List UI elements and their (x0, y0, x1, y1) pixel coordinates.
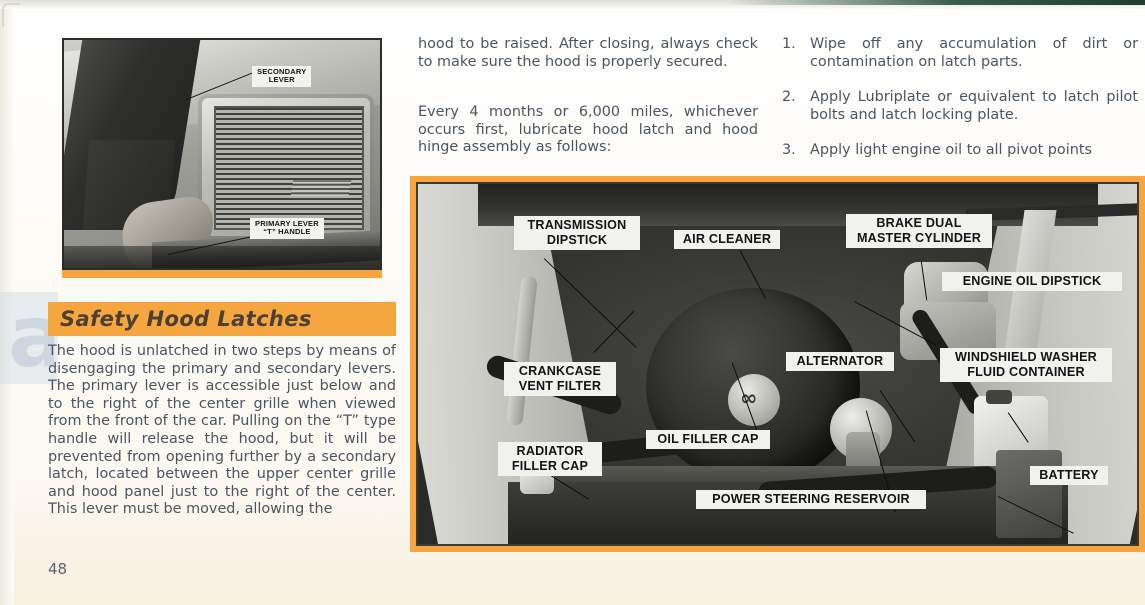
list-item-number: 3. (782, 142, 796, 159)
engine-compartment-photo: ∞ TRANSMISSION DI (416, 182, 1139, 546)
page-number: 48 (48, 560, 68, 578)
air-cleaner-wing-nut (728, 374, 780, 426)
photo-shadow (64, 246, 380, 268)
hood-latch-photo: SECONDARY LEVER PRIMARY LEVER “T” HANDLE (62, 38, 382, 270)
washer-fluid-cap (986, 390, 1012, 404)
label-oil-filler-cap: OIL FILLER CAP (646, 430, 770, 450)
list-item-text: Apply Lubriplate or equivalent to latch … (810, 89, 1138, 123)
list-item-number: 1. (782, 36, 796, 52)
list-item-text: Wipe off any accumulation of dirt or con… (810, 36, 1138, 70)
label-brake-dual-master-cylinder: BRAKE DUAL MASTER CYLINDER (846, 214, 992, 249)
callout-primary-lever: PRIMARY LEVER “T” HANDLE (250, 218, 324, 239)
label-crankcase-vent-filter: CRANKCASE VENT FILTER (504, 362, 616, 397)
scan-dark-binder-edge (725, 0, 1145, 5)
list-item-number: 2. (782, 89, 796, 106)
air-cleaner-emblem: ∞ (740, 386, 758, 410)
label-radiator-filler-cap: RADIATOR FILLER CAP (498, 442, 602, 477)
engine-photo-frame: ∞ TRANSMISSION DI (410, 176, 1145, 552)
section-heading-text: Safety Hood Latches (60, 307, 312, 331)
battery-part (996, 450, 1062, 538)
label-battery: BATTERY (1030, 466, 1108, 486)
section-heading-bar: Safety Hood Latches (48, 302, 396, 336)
label-power-steering-reservoir: POWER STEERING RESERVOIR (696, 490, 926, 510)
callout-secondary-lever: SECONDARY LEVER (252, 66, 312, 87)
middle-paragraph-2: Every 4 months or 6,000 miles, whichever… (418, 104, 758, 156)
list-item: 2. Apply Lubriplate or equivalent to lat… (782, 89, 1138, 124)
label-windshield-washer-fluid-container: WINDSHIELD WASHER FLUID CONTAINER (940, 348, 1112, 383)
section-body-text: The hood is unlatched in two steps by me… (48, 343, 396, 518)
middle-paragraph-1: hood to be raised. After closing, always… (418, 36, 758, 70)
grille-emblem (290, 180, 352, 196)
label-transmission-dipstick: TRANSMISSION DIPSTICK (514, 216, 640, 251)
scan-top-edge (0, 0, 1145, 9)
list-item: 1. Wipe off any accumulation of dirt or … (782, 36, 1138, 71)
lubrication-steps-list: 1. Wipe off any accumulation of dirt or … (782, 36, 1138, 178)
radiator-grille (214, 106, 364, 230)
scan-left-edge (0, 0, 14, 605)
scan-page-corner (2, 3, 20, 27)
list-item-text: Apply light engine oil to all pivot poin… (810, 142, 1092, 159)
label-alternator: ALTERNATOR (786, 352, 894, 372)
bleed-through-glyph: a (8, 295, 54, 381)
label-engine-oil-dipstick: ENGINE OIL DIPSTICK (942, 272, 1122, 292)
hood-latch-photo-frame: SECONDARY LEVER PRIMARY LEVER “T” HANDLE (62, 38, 382, 278)
label-air-cleaner: AIR CLEANER (674, 230, 780, 250)
list-item: 3. Apply light engine oil to all pivot p… (782, 142, 1138, 160)
